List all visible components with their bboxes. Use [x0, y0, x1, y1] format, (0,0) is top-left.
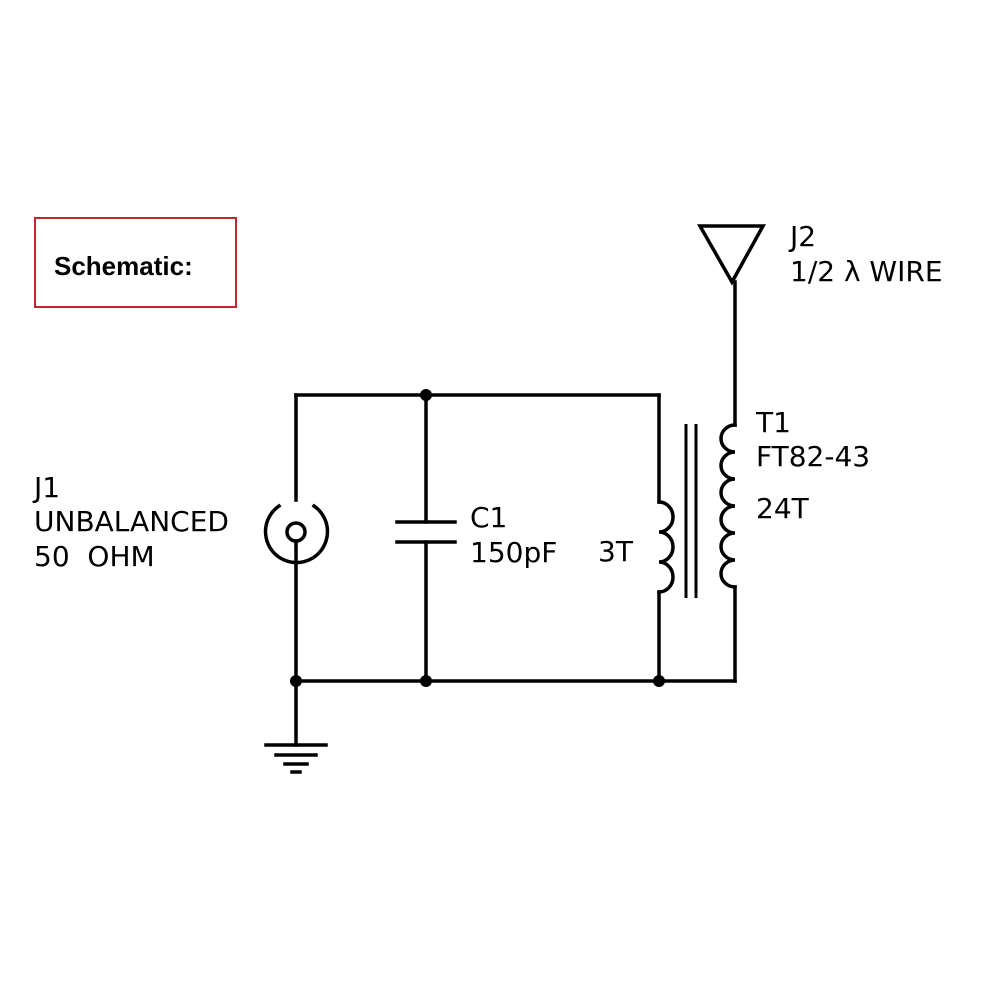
header-title: Schematic:: [54, 251, 193, 281]
t1-primary-turns-label: 3T: [598, 535, 634, 568]
antenna-icon: [696, 224, 766, 286]
t1-core-label: FT82-43: [756, 440, 870, 473]
capacitor-icon: [395, 393, 457, 683]
t1-secondary-turns-label: 24T: [756, 492, 810, 525]
header-box: Schematic:: [34, 217, 237, 308]
j2-ref-label: J2: [788, 220, 816, 253]
c1-value-label: 150pF: [470, 536, 557, 569]
c1-ref-label: C1: [470, 501, 507, 534]
ground-icon: [264, 679, 328, 774]
junction-dot: [420, 675, 432, 687]
junction-dot: [653, 675, 665, 687]
j1-type-label: UNBALANCED: [34, 505, 229, 538]
coax-connector-icon: [263, 393, 330, 683]
j1-impedance-label: 50 OHM: [34, 540, 155, 573]
junction-dot: [290, 675, 302, 687]
j2-desc-label: 1/2 λ WIRE: [790, 255, 943, 288]
junction-dot: [420, 389, 432, 401]
transformer-icon: [657, 280, 737, 683]
t1-ref-label: T1: [755, 406, 791, 439]
j1-ref-label: J1: [32, 471, 60, 504]
